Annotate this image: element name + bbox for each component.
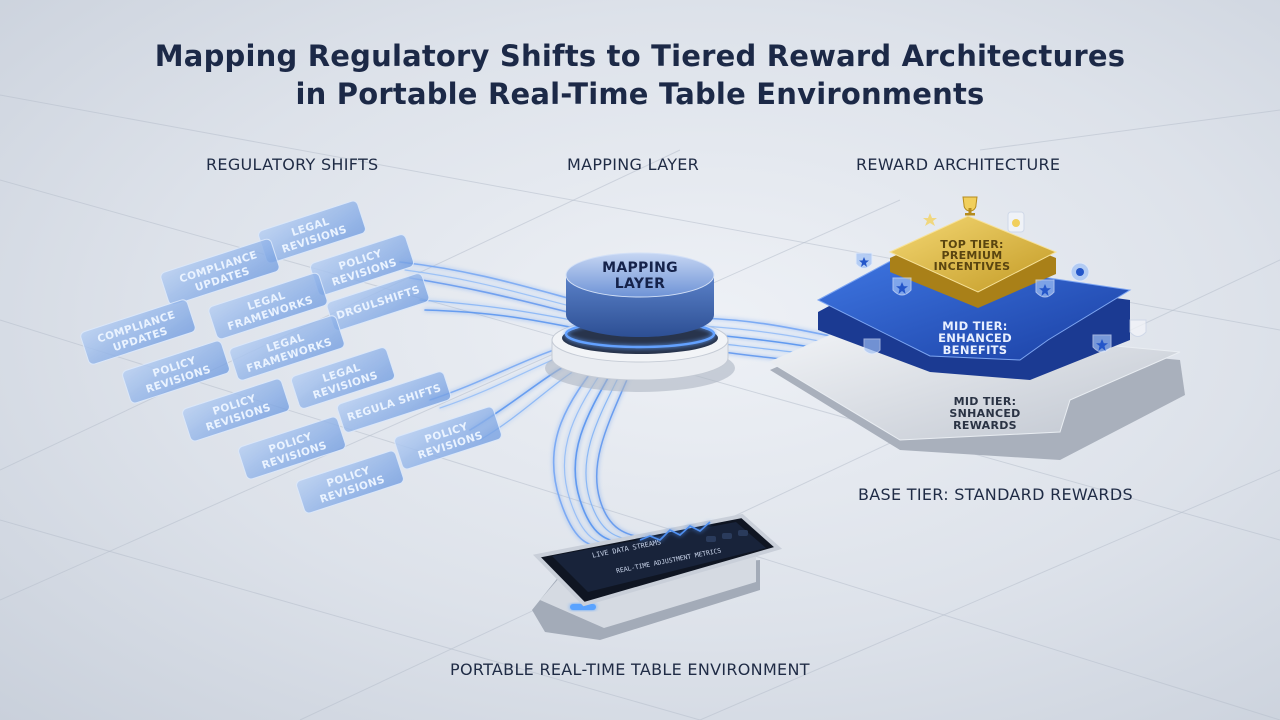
mapping-hub: MAPPING LAYER xyxy=(545,252,735,392)
portable-device: LIVE DATA STREAMS REAL-TIME ADJUSTMENT M… xyxy=(532,513,783,640)
section-label-reward-architecture: REWARD ARCHITECTURE xyxy=(856,155,1061,174)
device-label: PORTABLE REAL-TIME TABLE ENVIRONMENT xyxy=(450,660,810,679)
page-title-line-2: in Portable Real-Time Table Environments xyxy=(295,77,985,111)
data-streams-in xyxy=(399,261,597,441)
svg-text:MAPPING: MAPPING xyxy=(602,260,678,276)
svg-text:LAYER: LAYER xyxy=(615,276,665,292)
top-tier-block: TOP TIER: PREMIUM INCENTIVES xyxy=(888,215,1058,308)
svg-text:REWARDS: REWARDS xyxy=(953,419,1017,432)
section-label-regulatory-shifts: REGULATORY SHIFTS xyxy=(206,155,379,174)
base-tier-label: BASE TIER: STANDARD REWARDS xyxy=(858,485,1133,504)
shield-icon xyxy=(863,338,881,355)
medal-icon xyxy=(1007,211,1025,233)
shield-icon xyxy=(1092,334,1112,353)
svg-text:BENEFITS: BENEFITS xyxy=(943,343,1008,357)
svg-text:ENHANCED: ENHANCED xyxy=(938,331,1012,345)
page-title-line-1: Mapping Regulatory Shifts to Tiered Rewa… xyxy=(154,39,1126,73)
svg-text:TOP TIER:: TOP TIER: xyxy=(940,238,1003,251)
svg-text:INCENTIVES: INCENTIVES xyxy=(934,260,1011,273)
svg-text:PREMIUM: PREMIUM xyxy=(941,249,1002,262)
shield-icon xyxy=(855,252,873,269)
trophy-icon xyxy=(962,196,978,216)
regulatory-tile: COMPLIANCE UPDATES xyxy=(160,238,280,306)
svg-text:MID TIER:: MID TIER: xyxy=(954,395,1017,408)
regulatory-tile: POLICY REVISIONS xyxy=(182,378,290,442)
regulatory-tiles: LEGAL REVISIONS COMPLIANCE UPDATES POLIC… xyxy=(80,200,502,514)
shield-icon xyxy=(1035,279,1055,298)
svg-text:MID TIER:: MID TIER: xyxy=(942,319,1007,333)
regulatory-tile: POLICY REVISIONS xyxy=(394,406,502,470)
svg-text:SNHANCED: SNHANCED xyxy=(949,407,1020,420)
shield-icon xyxy=(892,277,912,296)
reward-architecture: MID TIER: SNHANCED REWARDS MID TIER: ENH… xyxy=(768,196,1185,460)
section-label-mapping-layer: MAPPING LAYER xyxy=(567,155,700,174)
shield-icon xyxy=(1129,319,1147,337)
medal-icon xyxy=(1070,262,1090,282)
star-icon xyxy=(923,213,937,226)
